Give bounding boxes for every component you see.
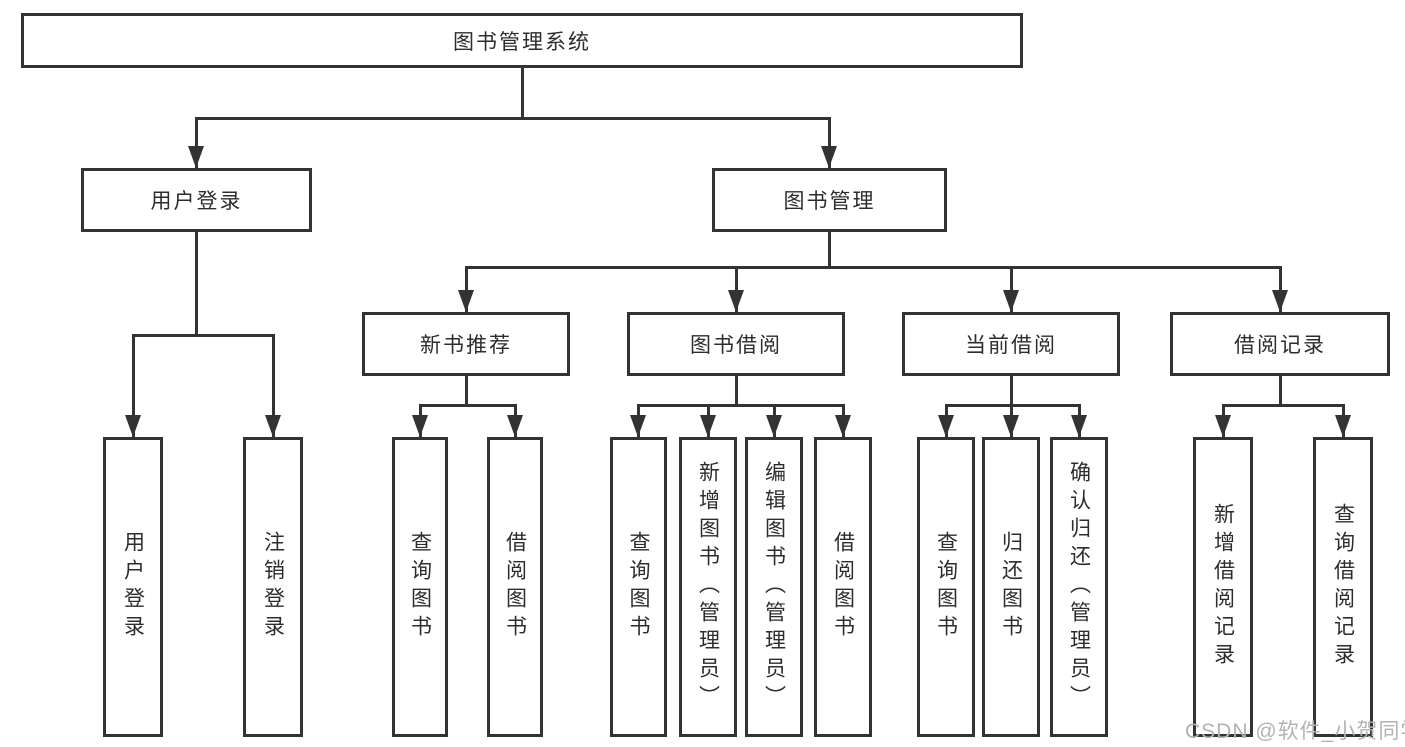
connector-stub <box>1010 376 1013 407</box>
node-borrowing-records-label: 借阅记录 <box>1234 334 1326 357</box>
node-new-book-recommend-label: 新书推荐 <box>420 334 512 357</box>
arrow-down-icon <box>412 415 428 437</box>
leaf-query-books-recommend: 查询图书 <box>392 437 448 737</box>
connector-bus <box>1222 404 1345 407</box>
leaf-user-login-label: 用户登录 <box>121 531 145 643</box>
arrow-down-icon <box>1335 415 1351 437</box>
arrow-down-icon <box>1215 415 1231 437</box>
node-book-management-label: 图书管理 <box>783 190 876 213</box>
arrow-down-icon <box>766 415 782 437</box>
node-book-management: 图书管理 <box>712 168 947 232</box>
node-borrowing-records: 借阅记录 <box>1170 312 1390 376</box>
leaf-add-books-admin-label: 新增图书（管理员） <box>696 461 720 713</box>
connector-bus <box>945 404 1081 407</box>
node-new-book-recommend: 新书推荐 <box>362 312 570 376</box>
connector-bus <box>465 266 1282 269</box>
leaf-query-books-current-label: 查询图书 <box>934 531 958 643</box>
leaf-return-books: 归还图书 <box>982 437 1040 737</box>
connector-stub <box>1279 376 1282 407</box>
node-root: 图书管理系统 <box>21 13 1023 68</box>
leaf-query-books-recommend-label: 查询图书 <box>408 531 432 643</box>
node-user-login-label: 用户登录 <box>150 190 243 213</box>
leaf-user-login: 用户登录 <box>103 437 163 737</box>
leaf-query-borrow-record-label: 查询借阅记录 <box>1331 503 1355 671</box>
node-book-borrowing: 图书借阅 <box>627 312 845 376</box>
arrow-down-icon <box>1003 415 1019 437</box>
connector-stub <box>195 232 198 336</box>
leaf-confirm-return-admin: 确认归还（管理员） <box>1050 437 1108 737</box>
connector-stub <box>828 232 831 269</box>
node-current-borrowing: 当前借阅 <box>902 312 1120 376</box>
arrow-down-icon <box>630 415 646 437</box>
csdn-watermark: CSDN @软件_小贺同学 <box>1185 720 1405 743</box>
leaf-confirm-return-admin-label: 确认归还（管理员） <box>1067 461 1091 713</box>
arrow-down-icon <box>821 146 837 168</box>
connector-bus <box>195 117 831 120</box>
leaf-borrow-books-borrow-label: 借阅图书 <box>831 531 855 643</box>
leaf-logout-label: 注销登录 <box>261 531 285 643</box>
leaf-borrow-books-recommend: 借阅图书 <box>487 437 543 737</box>
connector-bus <box>637 404 845 407</box>
arrow-down-icon <box>458 290 474 312</box>
leaf-query-books-borrow-label: 查询图书 <box>627 531 650 643</box>
arrow-down-icon <box>938 415 954 437</box>
node-current-borrowing-label: 当前借阅 <box>965 334 1057 357</box>
arrow-down-icon <box>188 146 204 168</box>
connector-stub <box>521 68 524 118</box>
leaf-query-books-borrow: 查询图书 <box>610 437 667 737</box>
arrow-down-icon <box>835 415 851 437</box>
connector-drop <box>272 334 275 437</box>
leaf-query-borrow-record: 查询借阅记录 <box>1313 437 1373 737</box>
arrow-down-icon <box>125 415 141 437</box>
leaf-add-borrow-record: 新增借阅记录 <box>1193 437 1253 737</box>
node-book-borrowing-label: 图书借阅 <box>690 334 782 357</box>
arrow-down-icon <box>507 415 523 437</box>
connector-stub <box>735 376 738 407</box>
connector-drop <box>735 266 738 312</box>
connector-drop <box>1279 266 1282 312</box>
leaf-return-books-label: 归还图书 <box>999 531 1023 643</box>
arrow-down-icon <box>1272 290 1288 312</box>
connector-drop <box>132 334 135 437</box>
arrow-down-icon <box>265 415 281 437</box>
connector-drop <box>465 266 468 312</box>
arrow-down-icon <box>700 415 716 437</box>
node-user-login: 用户登录 <box>81 168 312 232</box>
arrow-down-icon <box>1071 415 1087 437</box>
leaf-borrow-books-recommend-label: 借阅图书 <box>503 531 527 643</box>
leaf-query-books-current: 查询图书 <box>917 437 975 737</box>
arrow-down-icon <box>728 290 744 312</box>
arrow-down-icon <box>1003 290 1019 312</box>
leaf-add-books-admin: 新增图书（管理员） <box>679 437 737 737</box>
connector-stub <box>465 376 468 407</box>
leaf-edit-books-admin: 编辑图书（管理员） <box>745 437 803 737</box>
leaf-add-borrow-record-label: 新增借阅记录 <box>1211 503 1235 671</box>
connector-drop <box>1010 266 1013 312</box>
connector-bus <box>132 334 275 337</box>
leaf-borrow-books-borrow: 借阅图书 <box>814 437 872 737</box>
connector-drop <box>195 117 198 168</box>
leaf-edit-books-admin-label: 编辑图书（管理员） <box>762 461 786 713</box>
node-root-label: 图书管理系统 <box>453 30 591 54</box>
connector-drop <box>828 117 831 168</box>
leaf-logout: 注销登录 <box>243 437 303 737</box>
connector-bus <box>419 404 517 407</box>
